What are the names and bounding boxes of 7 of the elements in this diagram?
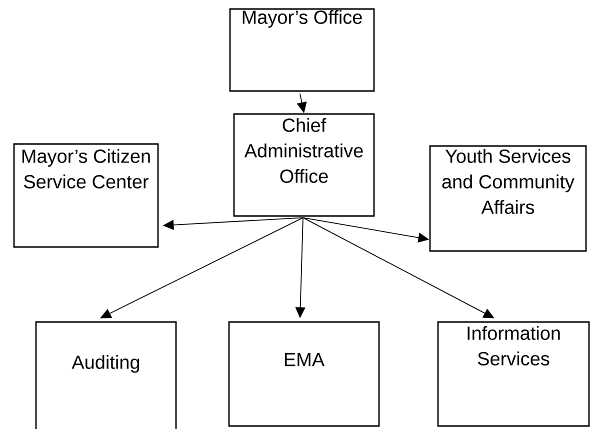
org-box: Information Services [437, 321, 590, 427]
org-box: Auditing [35, 321, 177, 429]
org-box: Mayor’s Citizen Service Center [13, 143, 159, 248]
org-box: Chief Administrative Office [233, 113, 375, 217]
org-box: EMA [228, 321, 380, 427]
org-box: Youth Services and Community Affairs [429, 145, 587, 252]
org-box: Mayor’s Office [229, 8, 375, 92]
